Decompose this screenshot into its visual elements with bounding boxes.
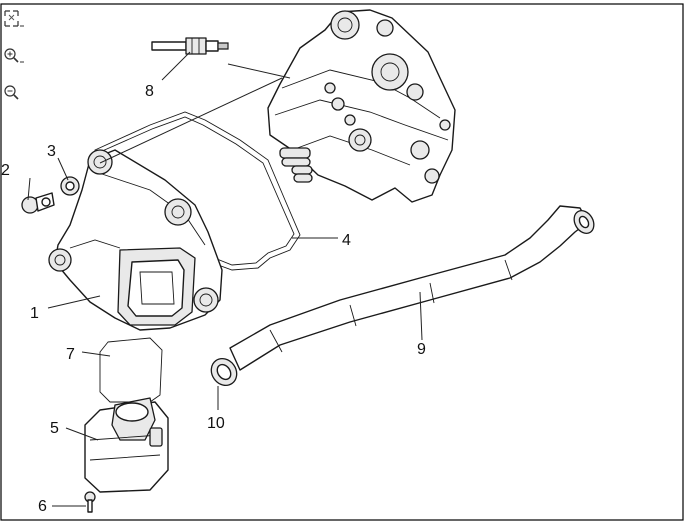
cylinder-head-illustration — [267, 9, 456, 203]
callout-4: 4 — [342, 232, 351, 249]
callout-9: 9 — [417, 341, 426, 358]
callout-6: 6 — [38, 498, 47, 515]
bolt-illustration — [21, 192, 55, 214]
callout-7: 7 — [66, 346, 75, 363]
callout-8: 8 — [145, 83, 154, 100]
zoom-out-button[interactable] — [3, 84, 25, 104]
callout-3: 3 — [47, 143, 56, 160]
screw-illustration — [84, 491, 96, 513]
spark-plug-illustration — [151, 37, 229, 55]
fit-to-window-button[interactable] — [3, 9, 25, 29]
hose-clamp-illustration — [210, 357, 238, 387]
callout-1: 1 — [30, 305, 39, 322]
zoom-out-icon — [4, 85, 19, 100]
diagram-border — [0, 3, 684, 521]
callout-5: 5 — [50, 420, 59, 437]
fit-to-window-icon — [4, 10, 24, 27]
breather-cover-illustration — [84, 397, 169, 493]
callout-10: 10 — [207, 415, 225, 432]
breather-hose-illustration — [229, 205, 595, 371]
zoom-in-button[interactable] — [3, 47, 25, 67]
callout-2: 2 — [1, 162, 10, 179]
washer-illustration — [60, 176, 80, 196]
valve-cover-illustration — [48, 149, 223, 331]
zoom-in-icon — [4, 48, 24, 63]
seal-ring-illustration — [99, 337, 163, 403]
